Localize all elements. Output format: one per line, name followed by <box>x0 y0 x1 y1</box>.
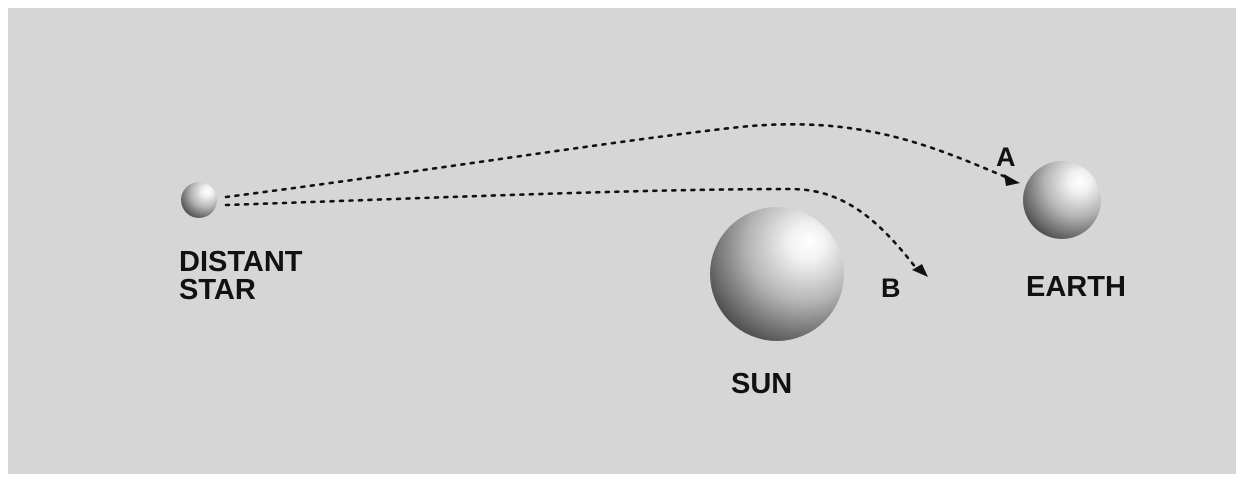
distant-star-sphere <box>181 182 217 218</box>
light-path-a <box>224 123 1010 199</box>
diagram-panel <box>8 8 1236 474</box>
sun-label: SUN <box>731 368 792 400</box>
distant-star-label-line1: DISTANT <box>179 246 303 278</box>
light-path-a-arrowhead <box>1004 174 1020 186</box>
light-path-b-arrowhead <box>912 264 928 277</box>
path-a-label: A <box>996 142 1016 172</box>
earth-sphere <box>1023 161 1101 239</box>
light-path-b <box>224 187 918 270</box>
sun-sphere <box>710 207 844 341</box>
path-b-label: B <box>881 273 901 303</box>
earth-label: EARTH <box>1026 271 1126 303</box>
distant-star-label-line2: STAR <box>179 274 256 306</box>
